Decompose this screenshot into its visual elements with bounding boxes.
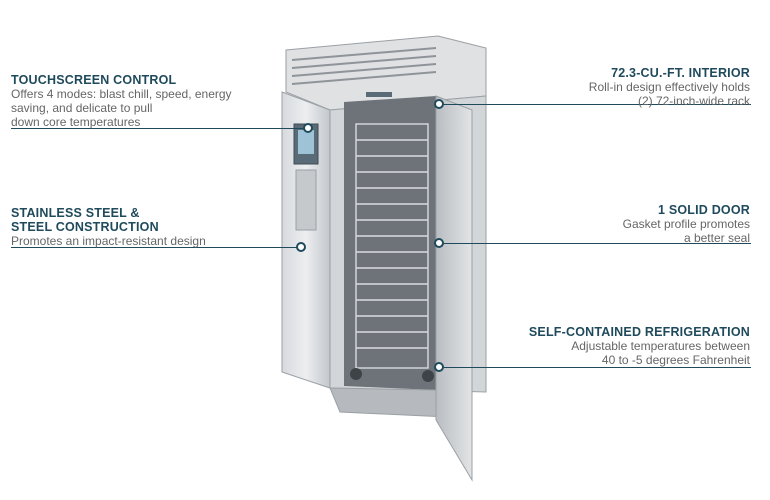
door-marker bbox=[434, 238, 444, 248]
callout-title: STAINLESS STEEL & bbox=[11, 206, 140, 220]
callout-desc-line: (2) 72-inch-wide rack bbox=[637, 94, 750, 108]
callout-desc-line: Adjustable temperatures between bbox=[571, 339, 750, 353]
stainless-leader-line bbox=[11, 247, 302, 249]
callout-stainless: STAINLESS STEEL & STEEL CONSTRUCTION Pro… bbox=[11, 206, 206, 248]
door-leader-line bbox=[440, 243, 751, 245]
callout-desc-line: 40 to -5 degrees Fahrenheit bbox=[601, 353, 750, 367]
callout-desc-line: Offers 4 modes: blast chill, speed, ener… bbox=[11, 87, 232, 101]
touchscreen-marker bbox=[303, 123, 313, 133]
rack-wheel bbox=[422, 370, 434, 382]
touchscreen-display bbox=[298, 130, 314, 154]
callout-title: 1 SOLID DOOR bbox=[658, 203, 750, 217]
callout-title: TOUCHSCREEN CONTROL bbox=[11, 73, 177, 87]
refrigeration-leader-line bbox=[440, 367, 751, 369]
callout-desc-line: Gasket profile promotes bbox=[622, 217, 750, 231]
callout-desc-line: Roll-in design effectively holds bbox=[588, 80, 750, 94]
callout-desc-line: saving, and delicate to pull bbox=[11, 101, 153, 115]
touchscreen-leader-line bbox=[11, 128, 308, 130]
interior-leader-line bbox=[440, 104, 751, 106]
interior-marker bbox=[434, 99, 444, 109]
callout-desc-line: down core temperatures bbox=[11, 115, 141, 129]
callout-desc-line: Promotes an impact-resistant design bbox=[11, 234, 206, 248]
callout-refrigeration: SELF-CONTAINED REFRIGERATION Adjustable … bbox=[529, 325, 750, 367]
callout-touchscreen: TOUCHSCREEN CONTROL Offers 4 modes: blas… bbox=[11, 73, 232, 129]
solid-door bbox=[435, 95, 473, 482]
callout-title: STEEL CONSTRUCTION bbox=[11, 220, 159, 234]
brand-plate bbox=[366, 92, 392, 97]
roll-in-rack bbox=[355, 123, 429, 369]
callout-title: 72.3-CU.-FT. INTERIOR bbox=[611, 66, 750, 80]
stainless-marker bbox=[296, 242, 306, 252]
callout-interior: 72.3-CU.-FT. INTERIOR Roll-in design eff… bbox=[589, 66, 750, 108]
vent-grille bbox=[291, 47, 437, 85]
rack-wheel bbox=[350, 368, 362, 380]
callout-desc-line: a better seal bbox=[683, 231, 750, 245]
refrigeration-marker bbox=[434, 362, 444, 372]
control-housing bbox=[295, 169, 317, 231]
callout-door: 1 SOLID DOOR Gasket profile promotes a b… bbox=[623, 203, 750, 245]
callout-title: SELF-CONTAINED REFRIGERATION bbox=[528, 325, 750, 339]
